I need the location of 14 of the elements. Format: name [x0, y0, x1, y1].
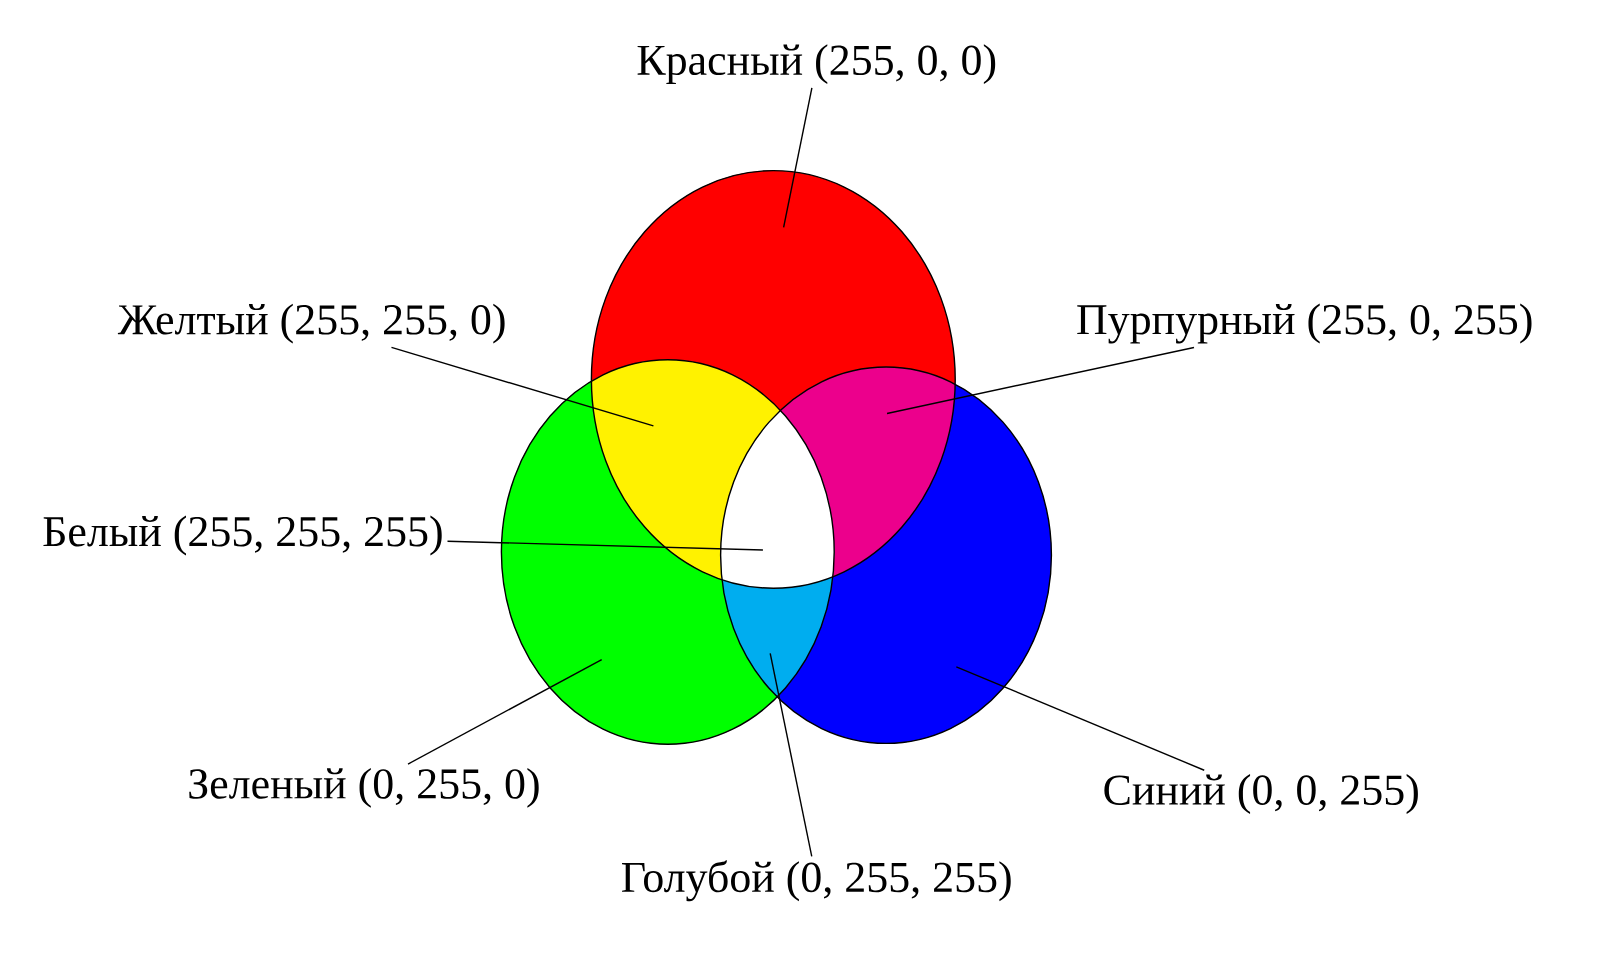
leader-line [782, 87, 813, 229]
color-label: Синий (0, 0, 255) [1104, 774, 1418, 814]
leader-line [955, 666, 1205, 771]
color-label: Красный (255, 0, 0) [637, 44, 996, 84]
color-label: Зеленый (0, 255, 0) [189, 767, 539, 808]
color-label: Желтый (255, 255, 0) [117, 303, 505, 344]
color-label: Голубой (0, 255, 255) [622, 860, 1011, 902]
leader-line [446, 540, 764, 551]
color-label: Пурпурный (255, 0, 255) [1077, 303, 1532, 344]
leader-line [390, 346, 655, 427]
leader-line [769, 652, 813, 858]
leader-line [407, 658, 603, 765]
color-label: Белый (255, 255, 255) [43, 515, 442, 556]
leader-line [886, 346, 1195, 415]
